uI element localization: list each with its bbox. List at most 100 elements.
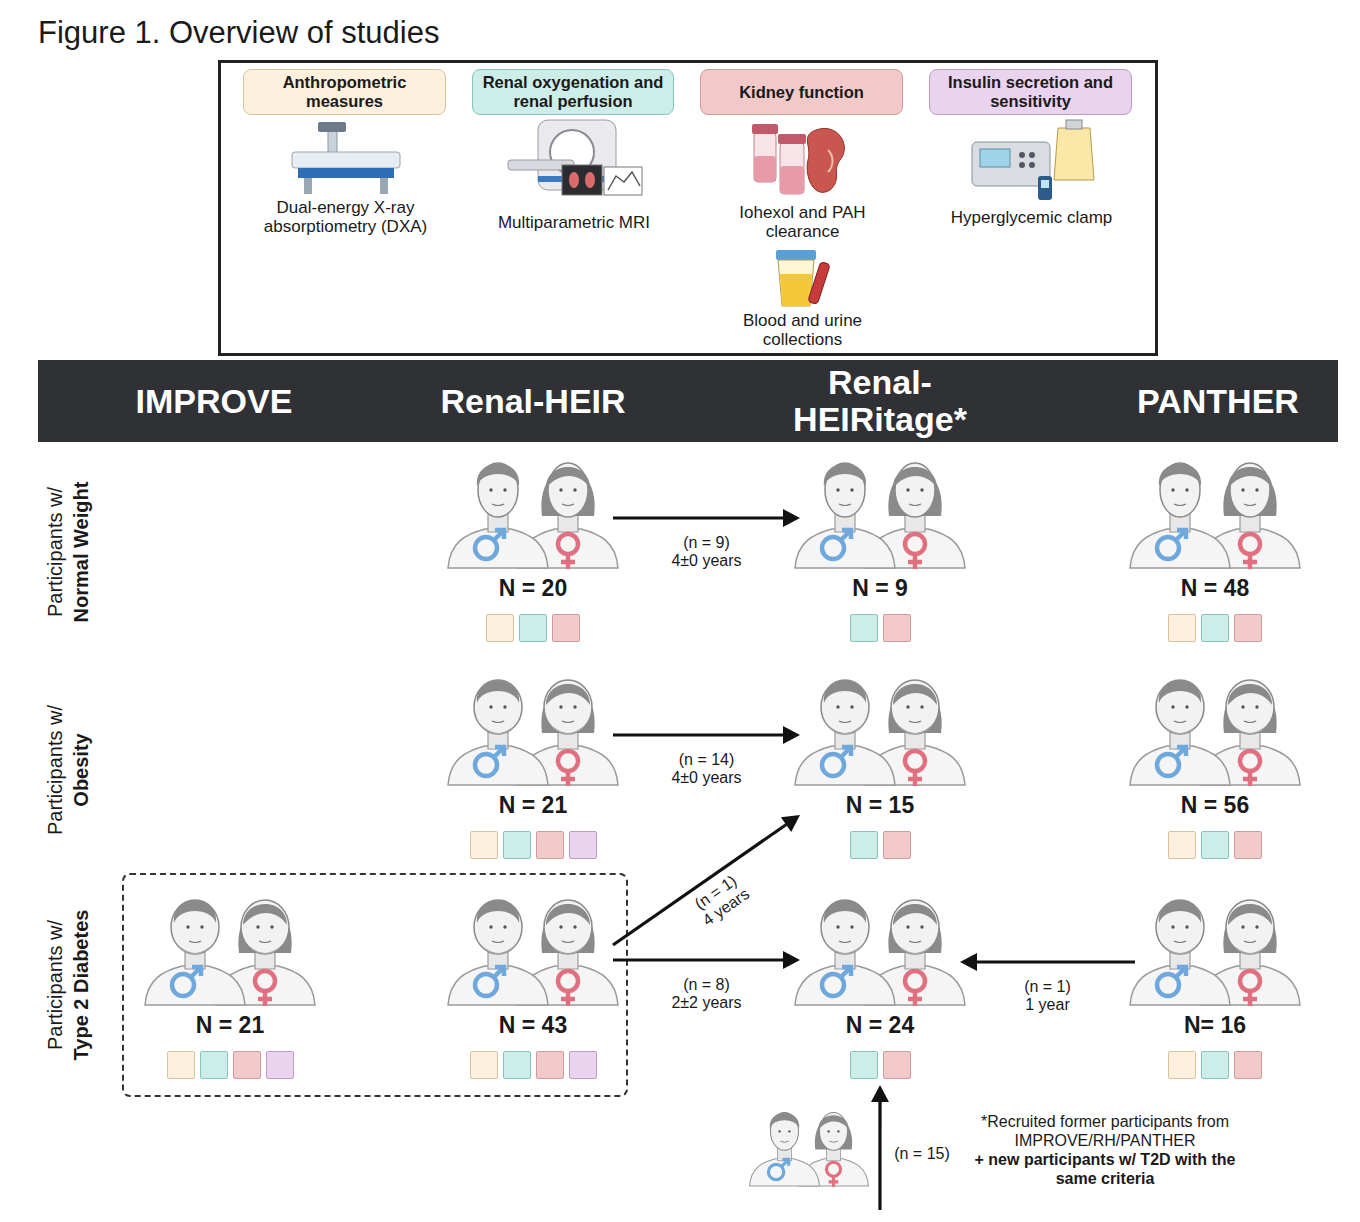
connector-line <box>613 958 786 961</box>
measure-square <box>850 1051 878 1079</box>
arrow-head <box>783 726 800 744</box>
person-icon <box>191 967 201 977</box>
connector-line <box>613 516 786 519</box>
person-icon <box>822 537 844 559</box>
person-icon <box>1244 941 1256 943</box>
person-icon <box>561 991 575 1006</box>
person-icon <box>259 941 271 943</box>
person-icon <box>546 467 590 488</box>
person-icon <box>1255 488 1258 491</box>
person-icon <box>788 1130 790 1132</box>
person-icon <box>750 1113 820 1187</box>
arrow-connector <box>871 1085 889 1210</box>
study-name: PANTHER <box>1088 360 1348 442</box>
person-icon <box>771 1113 799 1151</box>
person-icon <box>905 751 925 771</box>
person-icon <box>573 705 576 708</box>
measure-square <box>536 1051 564 1079</box>
illustration-part <box>1019 152 1025 158</box>
measure-square <box>233 1051 261 1079</box>
illustration-part <box>1041 180 1049 188</box>
edge-label: (n = 1) 4 years <box>687 869 754 931</box>
row-label: Participants w/ <box>44 920 66 1050</box>
person-icon <box>1176 967 1186 977</box>
person-icon <box>186 925 189 928</box>
person-icon <box>443 448 623 570</box>
new-participants-group: *Recruited former participants from IMPR… <box>745 1098 1275 1210</box>
measure-square <box>1168 614 1196 642</box>
sample-size: N = 48 <box>1135 574 1295 602</box>
measure-square <box>470 831 498 859</box>
participant-group: N = 24 <box>800 885 960 1085</box>
illustration-part <box>608 172 640 190</box>
person-icon <box>443 885 623 1007</box>
person-icon <box>920 925 923 928</box>
illustration-part <box>808 261 830 304</box>
person-icon <box>901 948 929 954</box>
illustration-part <box>1054 128 1094 180</box>
person-icon <box>1185 488 1188 491</box>
person-icon <box>494 530 504 540</box>
measure-square <box>519 614 547 642</box>
person-icon <box>821 680 869 734</box>
person-icon <box>171 900 219 954</box>
person-icon <box>1243 991 1257 1006</box>
person-icon <box>750 1159 820 1186</box>
person-icon <box>827 1130 829 1132</box>
person-icon <box>448 529 548 568</box>
person-icon <box>1176 747 1186 757</box>
person-icon <box>558 971 578 991</box>
sample-size: N= 16 <box>1135 1011 1295 1039</box>
person-icon <box>477 681 519 704</box>
person-icon <box>839 941 851 943</box>
person-icon <box>795 529 895 568</box>
person-icon <box>1130 966 1230 1005</box>
person-icon <box>475 537 497 559</box>
person-icon <box>905 534 925 554</box>
person-icon <box>1171 488 1174 491</box>
participant-group: N = 9 <box>800 448 960 648</box>
participant-group: N = 15 <box>800 665 960 865</box>
person-icon <box>1241 705 1244 708</box>
person-icon <box>561 771 575 786</box>
measure-square <box>266 1051 294 1079</box>
person-icon <box>824 901 866 924</box>
illustration-part <box>780 142 804 194</box>
person-icon <box>448 966 548 1005</box>
participant-group: N = 21 <box>150 885 310 1085</box>
person-icon <box>1157 537 1179 559</box>
person-icon <box>795 463 895 568</box>
person-icon <box>200 925 203 928</box>
person-icon <box>181 948 209 954</box>
person-icon <box>1130 900 1230 1005</box>
person-icon <box>1125 665 1305 787</box>
person-icon <box>544 900 592 954</box>
illustration-part <box>562 165 602 195</box>
edge-label: (n = 8) 2±2 years <box>670 976 744 1012</box>
person-icon <box>831 728 859 734</box>
sample-size: N = 15 <box>800 791 960 819</box>
collection-icon <box>776 250 830 306</box>
illustration-part <box>569 172 579 188</box>
arrow-connector <box>613 509 800 527</box>
person-icon <box>1255 925 1258 928</box>
person-icon <box>145 900 315 1006</box>
person-icon <box>1174 721 1186 723</box>
person-icon <box>768 1164 783 1179</box>
method-box: Insulin secretion and sensitivityHypergl… <box>929 69 1132 115</box>
person-icon <box>1130 680 1300 786</box>
measure-square <box>503 1051 531 1079</box>
arrow-connector <box>613 951 800 969</box>
measure-square <box>850 614 878 642</box>
person-icon <box>827 1162 841 1176</box>
figure-title: Figure 1. Overview of studies <box>38 14 439 52</box>
sample-size: N = 56 <box>1135 791 1295 819</box>
illustration-part <box>604 167 642 195</box>
person-icon <box>1130 680 1230 785</box>
dxa-icon <box>292 122 400 194</box>
participant-group: N = 43 <box>453 885 613 1085</box>
illustration-part <box>380 178 388 194</box>
person-icon <box>1174 504 1186 506</box>
measure-square <box>883 614 911 642</box>
person-icon <box>850 705 853 708</box>
